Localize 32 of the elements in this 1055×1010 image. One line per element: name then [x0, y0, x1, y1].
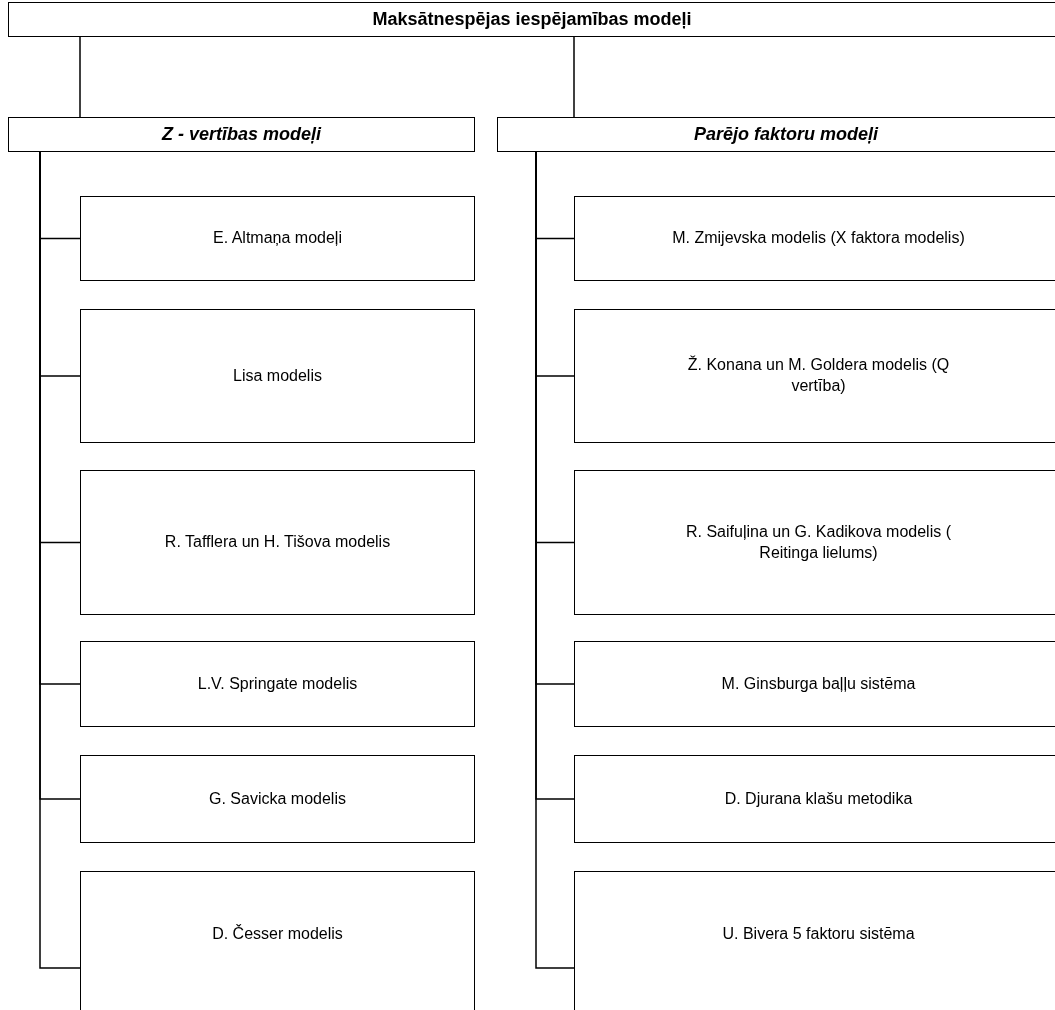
- box-label: Lisa modelis: [233, 365, 322, 386]
- model-box: [574, 755, 1055, 843]
- box-label: M. Zmijevska modelis (X faktora modelis): [672, 228, 965, 249]
- model-box: [80, 470, 475, 615]
- box-label: M. Ginsburga baļļu sistēma: [721, 673, 916, 694]
- model-box: [574, 470, 1055, 615]
- box-label: E. Altmaņa modeļi: [213, 228, 342, 249]
- model-box: [574, 641, 1055, 727]
- connector-line: [573, 36, 575, 118]
- model-box: [80, 641, 475, 727]
- category-box: [497, 117, 1055, 152]
- box-label: U. Bivera 5 faktoru sistēma: [722, 924, 915, 944]
- model-box: [80, 871, 475, 1010]
- category-box: [8, 117, 475, 152]
- box-label: Ž. Konana un M. Goldera modelis (Q vertība): [686, 355, 951, 396]
- model-box: [80, 196, 475, 281]
- model-box: [80, 755, 475, 843]
- box-label: Maksātnespējas iespējamības modeļi: [372, 7, 692, 31]
- box-label: R. Saifuļina un G. Kadikova modelis ( Reitinga lielums): [685, 521, 952, 563]
- box-label: D. Djurana klašu metodika: [724, 788, 913, 809]
- box-label: Z - vertības modeļi: [161, 122, 321, 146]
- model-box: [574, 196, 1055, 281]
- model-box: [574, 871, 1055, 1010]
- box-label: G. Savicka modelis: [209, 788, 346, 809]
- box-label: Parējo faktoru modeļi: [693, 122, 878, 146]
- model-box: [574, 309, 1055, 443]
- box-label: D. Česser modelis: [212, 924, 343, 944]
- box-label: R. Tafflera un H. Tišova modelis: [164, 532, 391, 553]
- connector-line: [79, 36, 81, 118]
- model-box: [80, 309, 475, 443]
- title-box: [8, 2, 1055, 37]
- box-label: L.V. Springate modelis: [197, 673, 358, 694]
